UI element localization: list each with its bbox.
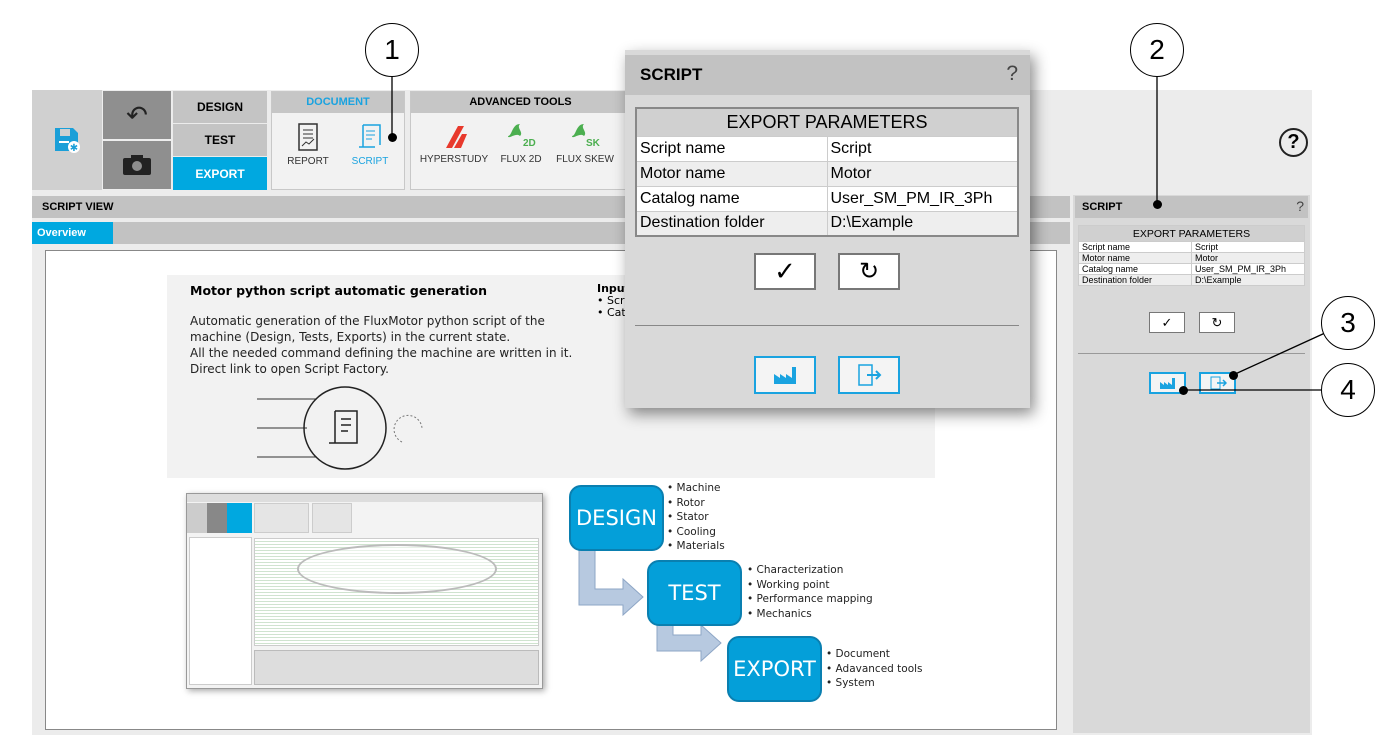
flow-design: DESIGN xyxy=(569,485,664,551)
destination-folder-input[interactable]: D:\Example xyxy=(1191,274,1305,286)
tab-overview[interactable]: Overview xyxy=(32,222,113,244)
panel-title: SCRIPT xyxy=(1075,196,1308,218)
popup-divider xyxy=(635,325,1019,326)
help-button[interactable]: ? xyxy=(1279,128,1308,157)
factory-icon xyxy=(774,367,796,384)
flux2d-label: FLUX 2D xyxy=(500,154,542,165)
callout-1-dot xyxy=(388,133,397,142)
popup-motor-name-input[interactable]: Motor xyxy=(826,160,1019,187)
svg-text:✱: ✱ xyxy=(70,143,78,154)
popup-script-name-input[interactable]: Script xyxy=(826,135,1019,162)
advanced-tools-title: ADVANCED TOOLS xyxy=(411,92,630,113)
factory-icon xyxy=(1159,378,1175,389)
undo-icon: ↶ xyxy=(126,99,148,130)
flux-skew-icon: SK xyxy=(572,124,600,149)
advanced-tools-group: ADVANCED TOOLS HYPERSTUDY 2D FLUX 2D SK FL… xyxy=(410,91,630,190)
script-factory-screenshot xyxy=(186,493,543,689)
script-button[interactable]: SCRIPT xyxy=(338,122,402,167)
document-group: DOCUMENT REPORT SCRIPT xyxy=(271,91,405,190)
save-icon: ✱ xyxy=(55,128,80,154)
svg-text:2D: 2D xyxy=(523,138,536,149)
flux-skew-button[interactable]: SK FLUX SKEW xyxy=(553,122,617,165)
reset-icon: ↻ xyxy=(858,258,880,285)
inputs-list: Input• Scr• Cat xyxy=(597,282,630,319)
reset-icon: ↻ xyxy=(1211,314,1223,330)
popup-open-script-factory-button[interactable] xyxy=(754,356,816,394)
callout-2: 2 xyxy=(1130,23,1184,77)
popup-catalog-name-input[interactable]: User_SM_PM_IR_3Ph xyxy=(826,185,1019,212)
popup-reset-button[interactable]: ↻ xyxy=(838,253,900,290)
callout-4-dot xyxy=(1179,386,1188,395)
callout-1: 1 xyxy=(365,23,419,77)
flux-skew-label: FLUX SKEW xyxy=(556,154,614,165)
popup-help-button[interactable]: ? xyxy=(1006,62,1018,85)
design-items: MachineRotorStatorCoolingMaterials xyxy=(667,481,725,554)
flux2d-button[interactable]: 2D FLUX 2D xyxy=(489,122,553,165)
open-script-factory-button[interactable] xyxy=(1149,372,1186,394)
reset-button[interactable]: ↻ xyxy=(1199,312,1235,333)
report-icon xyxy=(298,123,318,151)
camera-icon xyxy=(123,155,151,175)
check-icon: ✓ xyxy=(1161,314,1173,330)
panel-help-button[interactable]: ? xyxy=(1296,198,1304,214)
flow-export: EXPORT xyxy=(727,636,822,702)
callout-3-dot xyxy=(1229,371,1238,380)
script-illustration-icon xyxy=(257,386,423,470)
popup-destination-folder-input[interactable]: D:\Example xyxy=(826,210,1019,237)
export-script-button[interactable] xyxy=(1199,372,1236,394)
callout-2-dot xyxy=(1153,200,1162,209)
script-icon xyxy=(359,124,381,148)
description-heading: Motor python script automatic generation xyxy=(190,283,488,298)
document-group-title: DOCUMENT xyxy=(272,92,404,113)
report-label: REPORT xyxy=(287,156,329,167)
test-items: CharacterizationWorking pointPerformance… xyxy=(747,563,873,621)
nav-export[interactable]: EXPORT xyxy=(173,157,267,190)
popup-title: SCRIPT xyxy=(625,55,1030,95)
flow-test: TEST xyxy=(647,560,742,626)
nav-test[interactable]: TEST xyxy=(173,124,267,156)
hyperstudy-label: HYPERSTUDY xyxy=(419,154,489,165)
report-button[interactable]: REPORT xyxy=(276,122,340,167)
callout-4: 4 xyxy=(1321,363,1375,417)
undo-button[interactable]: ↶ xyxy=(102,90,172,140)
hyperstudy-button[interactable]: HYPERSTUDY xyxy=(417,122,491,165)
nav-design[interactable]: DESIGN xyxy=(173,91,267,123)
save-button[interactable]: ✱ xyxy=(32,90,102,190)
camera-button[interactable] xyxy=(102,140,172,190)
flux2d-icon: 2D xyxy=(508,124,536,149)
hyperstudy-icon xyxy=(446,126,467,148)
script-label: SCRIPT xyxy=(351,156,389,167)
export-file-icon xyxy=(1210,376,1227,390)
svg-text:SK: SK xyxy=(586,138,600,149)
divider xyxy=(1078,353,1305,354)
export-items: DocumentAdavanced toolsSystem xyxy=(826,647,923,691)
popup-apply-button[interactable]: ✓ xyxy=(754,253,816,290)
callout-3: 3 xyxy=(1321,296,1375,350)
apply-button[interactable]: ✓ xyxy=(1149,312,1185,333)
check-icon: ✓ xyxy=(774,256,796,286)
description-text: Automatic generation of the FluxMotor py… xyxy=(190,314,573,376)
popup-export-script-button[interactable] xyxy=(838,356,900,394)
export-file-icon xyxy=(858,364,882,386)
